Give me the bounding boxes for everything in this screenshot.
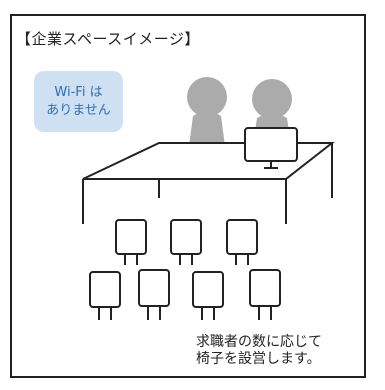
chair-icon [249,269,281,320]
person-icon [187,77,227,146]
wifi-notice: Wi-Fi は ありません [34,71,123,132]
chair-icon [89,271,121,320]
wifi-notice-line2: ありません [46,102,111,118]
caption: 求職者の数に応じて 椅子を設営します。 [196,334,322,368]
wifi-notice-line1: Wi-Fi は [54,84,103,100]
caption-line1: 求職者の数に応じて [196,334,322,350]
chair-icon [226,219,258,265]
chair-icon [115,219,147,265]
laptop-icon [244,127,298,169]
caption-line2: 椅子を設営します。 [196,351,321,367]
chair-icon [138,269,170,320]
section-title: 【企業スペースイメージ】 [16,30,200,48]
chair-icon [192,271,224,320]
chair-icon [170,219,202,265]
